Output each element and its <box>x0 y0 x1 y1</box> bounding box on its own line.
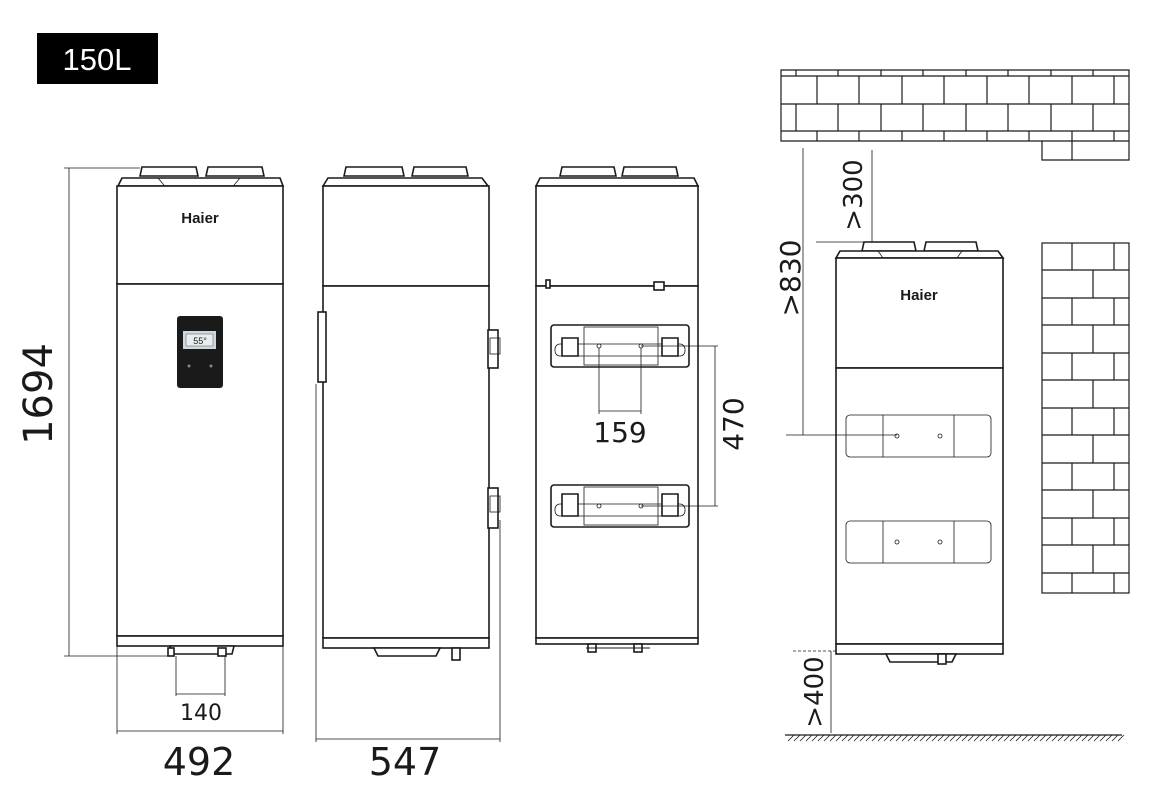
ground-hatch-mark <box>871 734 879 742</box>
brand-logo-front: Haier <box>181 210 219 227</box>
display-temperature: 55° <box>193 336 207 346</box>
ground-hatch-mark <box>805 734 813 742</box>
ground-hatch-mark <box>931 734 939 742</box>
side-wall <box>1041 242 1130 594</box>
ground-hatch-mark <box>1057 734 1065 742</box>
ground-hatch-mark <box>889 734 897 742</box>
ground-hatch-mark <box>901 734 909 742</box>
ground-hatch-mark <box>811 734 819 742</box>
mount-height-dimension: >830 <box>774 240 807 317</box>
ground-hatch-mark <box>1117 734 1125 742</box>
ground-hatch-mark <box>1015 734 1023 742</box>
ceiling-clearance-dimension: >300 <box>839 159 869 230</box>
ground-hatch-mark <box>943 734 951 742</box>
ground-hatch-mark <box>1021 734 1029 742</box>
ground-hatch-mark <box>1099 734 1107 742</box>
ground-hatch-mark <box>1027 734 1035 742</box>
side-dimensions: 547 <box>315 384 501 784</box>
ground-hatch-mark <box>919 734 927 742</box>
ground-hatch-mark <box>1075 734 1083 742</box>
ground-hatch-mark <box>1033 734 1041 742</box>
side-view <box>317 166 501 661</box>
bracket-spacing-dimension: 159 <box>593 416 646 449</box>
ground-hatch-mark <box>877 734 885 742</box>
ceiling-wall <box>780 69 1130 161</box>
ground-hatch-mark <box>973 734 981 742</box>
ground-hatch-mark <box>925 734 933 742</box>
ground-hatch-mark <box>859 734 867 742</box>
ground-hatch-mark <box>967 734 975 742</box>
ground-line <box>785 734 1125 742</box>
ground-hatch-mark <box>991 734 999 742</box>
ground-hatch-mark <box>841 734 849 742</box>
outlet-spacing-dimension: 140 <box>180 701 222 726</box>
ground-hatch-mark <box>1051 734 1059 742</box>
floor-clearance-dimension: >400 <box>800 656 830 727</box>
capacity-label: 150L <box>37 33 158 84</box>
ground-hatch-mark <box>961 734 969 742</box>
ground-hatch-mark <box>1063 734 1071 742</box>
width-dimension: 492 <box>163 740 236 784</box>
ground-hatch-mark <box>847 734 855 742</box>
ground-hatch-mark <box>799 734 807 742</box>
ground-hatch-mark <box>883 734 891 742</box>
ground-hatch-mark <box>997 734 1005 742</box>
installed-unit: Haier <box>834 241 1005 665</box>
front-dimensions: 1694 140 492 <box>16 167 284 784</box>
ground-hatch-mark <box>979 734 987 742</box>
ground-hatch-mark <box>1045 734 1053 742</box>
ground-hatch-mark <box>913 734 921 742</box>
ground-hatch-mark <box>829 734 837 742</box>
back-dimensions: 159 470 <box>593 345 750 507</box>
ground-hatch-mark <box>937 734 945 742</box>
brand-logo-installed: Haier <box>900 287 938 304</box>
ground-hatch-mark <box>823 734 831 742</box>
ground-hatch-mark <box>955 734 963 742</box>
capacity-label-text: 150L <box>63 42 132 77</box>
installation-dimensions: >300 >830 >400 <box>774 148 897 733</box>
ground-hatch-mark <box>949 734 957 742</box>
back-view <box>534 166 700 653</box>
ground-hatch-mark <box>1093 734 1101 742</box>
ground-hatch-mark <box>1069 734 1077 742</box>
ground-hatch-mark <box>895 734 903 742</box>
bracket-vertical-dimension: 470 <box>717 397 750 450</box>
ground-hatch-mark <box>1081 734 1089 742</box>
ground-hatch-mark <box>865 734 873 742</box>
ground-hatch-mark <box>793 734 801 742</box>
ground-hatch-mark <box>1039 734 1047 742</box>
ground-hatch-mark <box>1105 734 1113 742</box>
ground-hatch-mark <box>907 734 915 742</box>
ground-hatch-mark <box>817 734 825 742</box>
height-dimension: 1694 <box>16 343 62 445</box>
front-view: Haier 55° <box>116 166 285 657</box>
control-panel: 55° <box>177 316 223 388</box>
ground-hatch-mark <box>787 734 795 742</box>
ground-hatch-mark <box>1111 734 1119 742</box>
ground-hatch-mark <box>835 734 843 742</box>
ground-hatch-mark <box>1087 734 1095 742</box>
depth-dimension: 547 <box>369 740 442 784</box>
ground-hatch-mark <box>1003 734 1011 742</box>
ground-hatch-mark <box>1009 734 1017 742</box>
ground-hatch-mark <box>853 734 861 742</box>
ground-hatch-mark <box>985 734 993 742</box>
